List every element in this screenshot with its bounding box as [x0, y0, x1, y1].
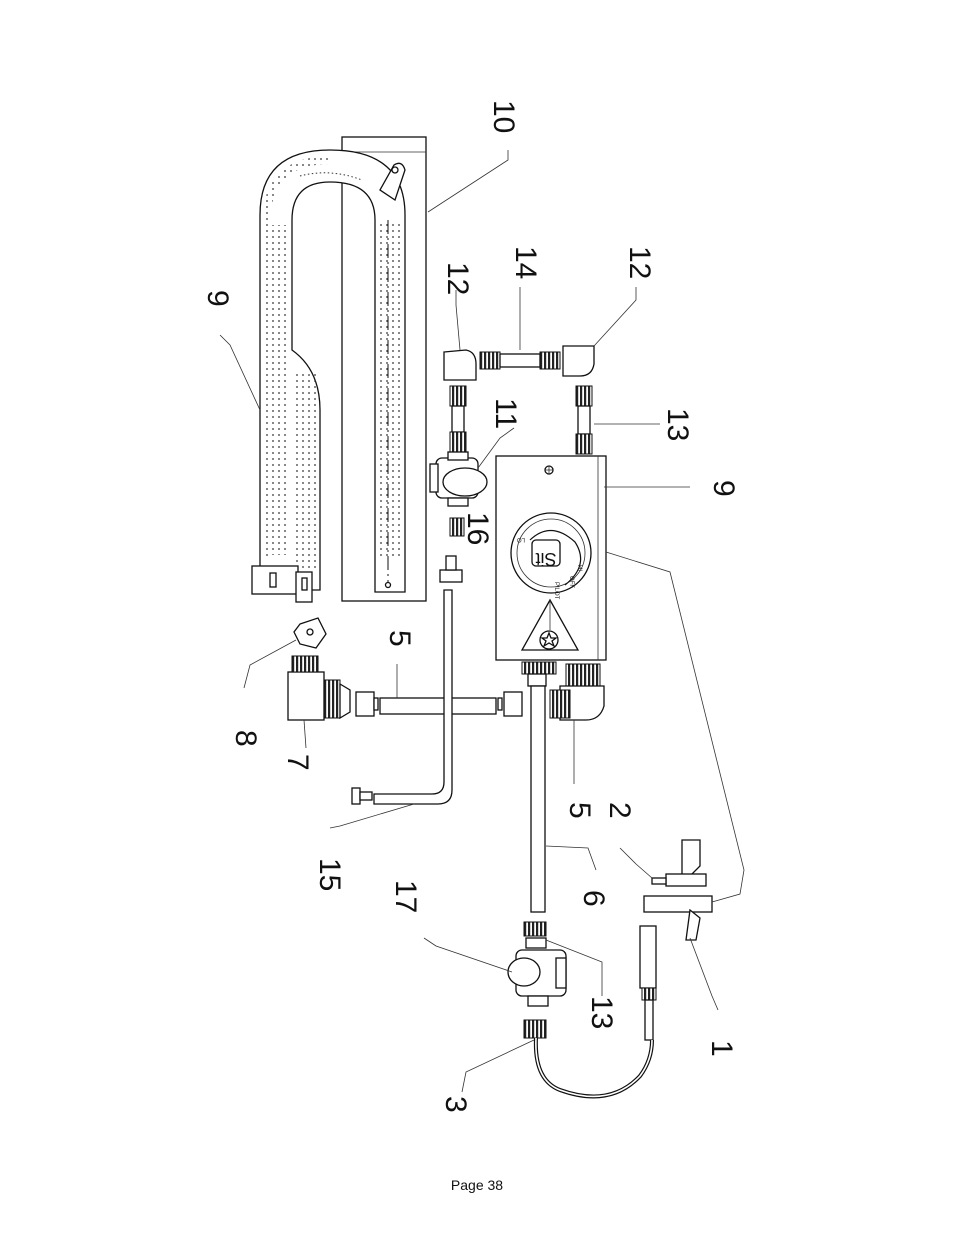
- dial-label-lo: LO: [517, 536, 525, 542]
- leader-lines: [219, 150, 745, 1093]
- callout-9b: 9: [707, 480, 740, 497]
- valve-11: [429, 451, 488, 507]
- callout-8: 8: [229, 730, 262, 747]
- callout-13a: 13: [661, 408, 694, 441]
- pilot-assembly: [639, 839, 713, 1041]
- dial-label-pilot: PILOT: [553, 582, 559, 600]
- callout-12b: 12: [623, 246, 656, 279]
- pilot-tube-5: [355, 691, 523, 717]
- callout-17: 17: [389, 880, 422, 913]
- callout-3: 3: [439, 1096, 472, 1113]
- gas-valve: Sit LO HI OFF PILOT: [495, 455, 607, 661]
- dial-brand: Sit: [535, 549, 556, 569]
- callout-12a: 12: [441, 262, 474, 295]
- page-number: Page 38: [450, 1177, 504, 1193]
- callout-11: 11: [489, 398, 522, 429]
- callout-14: 14: [509, 246, 542, 279]
- tube-15: [351, 555, 463, 805]
- callout-6: 6: [577, 890, 610, 907]
- callout-16: 16: [461, 512, 494, 545]
- elbow-12-right: [562, 345, 595, 377]
- callout-9a: 9: [201, 290, 234, 307]
- callout-10: 10: [487, 100, 520, 133]
- burner-assembly: [251, 136, 427, 603]
- callout-5a: 5: [383, 630, 416, 647]
- nipple-left-vertical: [449, 385, 467, 453]
- orifice-fitting-7: [287, 655, 351, 721]
- callout-1: 1: [705, 1040, 738, 1057]
- callout-15: 15: [313, 858, 346, 891]
- elbow-12-left: [443, 349, 477, 381]
- nipple-13-right-vertical: [575, 385, 593, 455]
- callout-7: 7: [281, 754, 314, 771]
- callout-5b: 5: [563, 802, 596, 819]
- orifice-8: [293, 617, 327, 649]
- dial-label-hi: HI: [576, 565, 582, 571]
- elbow-5: [549, 663, 605, 721]
- callout-numbers: 10 9 12 14 12 11 13 9 16 5 8 7 5 2 15 17…: [201, 100, 740, 1113]
- callout-13b: 13: [585, 996, 618, 1029]
- fitting-16: [449, 517, 465, 537]
- callout-2: 2: [603, 802, 636, 819]
- thermocouple-line: [533, 1037, 654, 1099]
- valve-17: [507, 921, 567, 1039]
- valve-outlet-fitting: [521, 661, 557, 913]
- nipple-14: [479, 351, 561, 370]
- dial-label-off: OFF: [568, 576, 574, 588]
